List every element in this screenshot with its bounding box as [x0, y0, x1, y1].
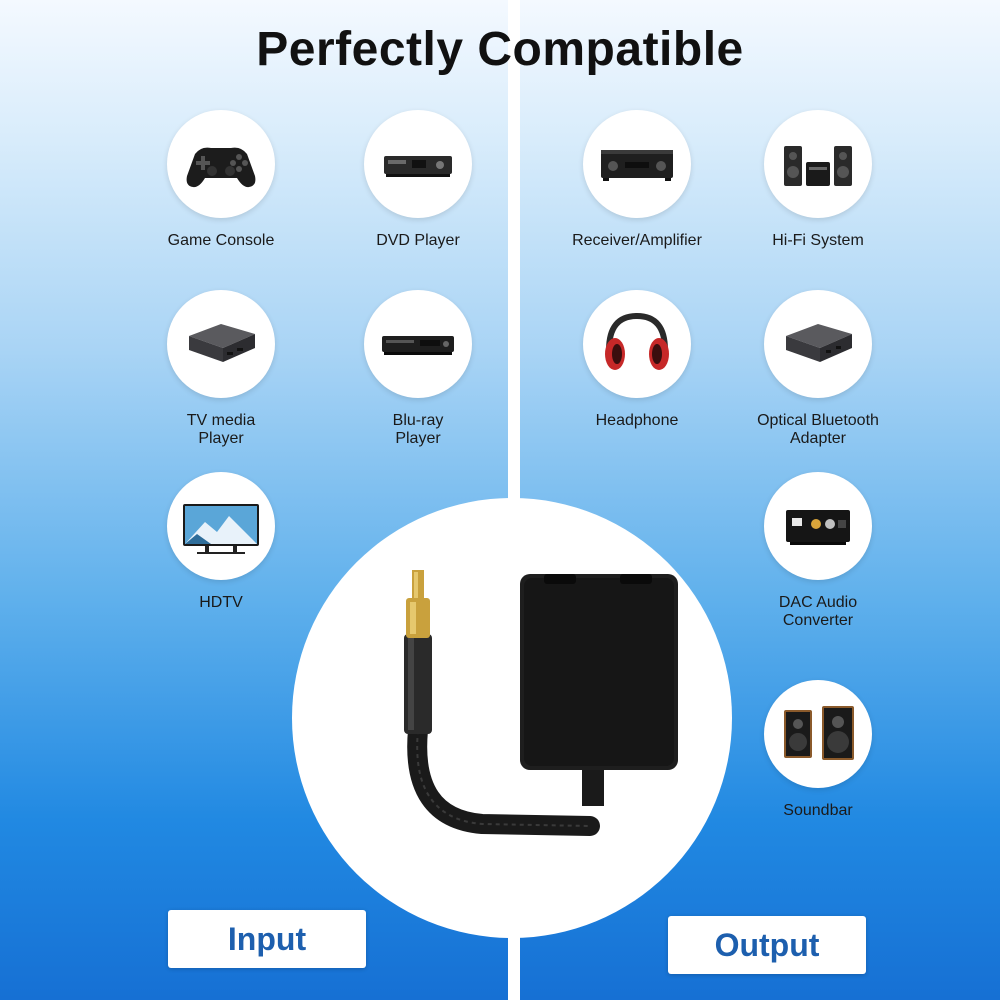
tv-box-icon [167, 290, 275, 398]
device-label: Optical Bluetooth Adapter [757, 412, 879, 447]
output-label: Output [668, 916, 866, 974]
receiver-icon [583, 110, 691, 218]
device-label: Hi-Fi System [772, 232, 864, 249]
input-label: Input [168, 910, 366, 968]
dac-converter-icon [764, 472, 872, 580]
optical-splitter-icon [404, 570, 678, 836]
device-label: Game Console [167, 232, 275, 249]
tv-icon [167, 472, 275, 580]
device-dvd-player: DVD Player [318, 110, 518, 250]
device-label: Blu-ray Player [392, 412, 444, 447]
device-tv-media-player: TV media Player [121, 290, 321, 448]
device-dac-audio-converter: DAC Audio Converter [718, 472, 918, 630]
page-title: Perfectly Compatible [256, 23, 744, 76]
product-image [292, 498, 732, 938]
device-soundbar: Soundbar [718, 680, 918, 820]
bluetooth-adapter-icon [764, 290, 872, 398]
device-label: Headphone [595, 412, 679, 429]
device-label: DAC Audio Converter [778, 594, 858, 629]
device-game-console: Game Console [121, 110, 321, 250]
device-label: HDTV [199, 594, 243, 611]
device-hdtv: HDTV [121, 472, 321, 612]
dvd-player-icon [364, 110, 472, 218]
device-bluray-player: Blu-ray Player [318, 290, 518, 448]
device-label: TV media Player [186, 412, 256, 447]
headphone-icon [583, 290, 691, 398]
device-hifi-system: Hi-Fi System [718, 110, 918, 250]
device-label: Soundbar [783, 802, 853, 819]
device-optical-bluetooth-adapter: Optical Bluetooth Adapter [718, 290, 918, 448]
device-label: Receiver/Amplifier [572, 232, 702, 249]
device-receiver-amplifier: Receiver/Amplifier [537, 110, 737, 250]
device-headphone: Headphone [537, 290, 737, 430]
bluray-player-icon [364, 290, 472, 398]
device-label: DVD Player [376, 232, 460, 249]
hifi-system-icon [764, 110, 872, 218]
gamepad-icon [167, 110, 275, 218]
speakers-icon [764, 680, 872, 788]
